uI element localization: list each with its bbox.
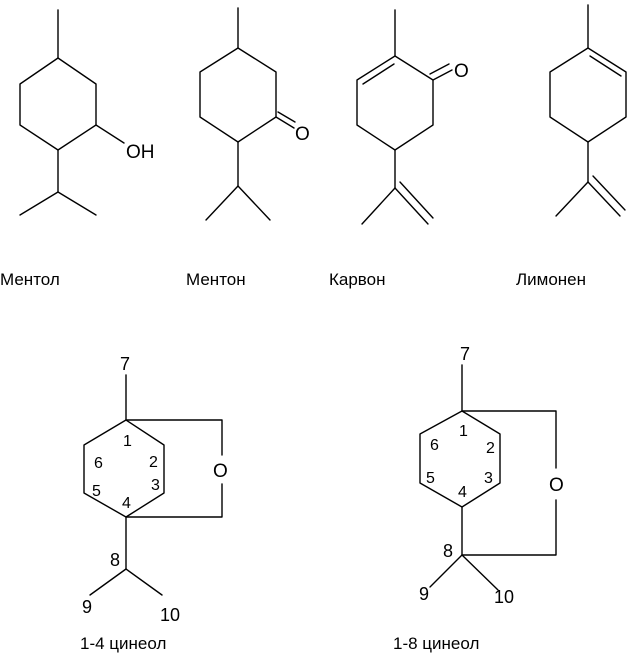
cineole18-caption: 1-8 цинеол — [393, 634, 479, 653]
menthone-carbonyl-bond-2 — [277, 111, 296, 123]
cineole14-caption: 1-4 цинеол — [80, 634, 166, 653]
cineole18-num-4: 4 — [458, 484, 467, 501]
cineole14-num-8: 8 — [110, 550, 120, 570]
cineole18-oxygen-label: O — [549, 475, 564, 496]
cineole14-structure: O 7 1 2 3 4 5 6 8 9 10 — [82, 354, 228, 625]
limonene-isopropenyl-double-2 — [592, 175, 626, 211]
cineole18-num-10: 10 — [494, 587, 514, 607]
menthone-ring — [199, 47, 277, 143]
limonene-ring — [549, 47, 627, 143]
limonene-isopropenyl-double-1 — [587, 181, 621, 217]
cineole14-num-3: 3 — [151, 477, 160, 494]
cineole18-num-1: 1 — [459, 423, 468, 440]
carvone-ring-double-bond — [362, 63, 395, 85]
carvone-isopropenyl-double-2 — [399, 181, 434, 219]
carvone-isopropenyl-methyl — [361, 187, 396, 225]
menthol-ring — [19, 57, 97, 151]
cineole18-c9-bond — [429, 554, 463, 588]
limonene-ring-double-bond — [589, 55, 622, 77]
menthone-oxygen-label: O — [295, 124, 310, 145]
limonene-structure — [549, 4, 627, 217]
cineole14-num-6: 6 — [94, 455, 103, 472]
cineole18-num-5: 5 — [426, 470, 435, 487]
cineole14-ether-bridge-bottom — [125, 483, 223, 518]
menthol-isopropyl-branches — [19, 191, 97, 216]
cineole18-num-2: 2 — [486, 440, 495, 457]
carvone-oxygen-label: O — [454, 61, 469, 82]
carvone-caption: Карвон — [329, 270, 386, 289]
cineole14-num-4: 4 — [122, 495, 131, 512]
menthone-structure: O — [199, 7, 310, 221]
cineole14-num-5: 5 — [92, 483, 101, 500]
cineole14-num-9: 9 — [82, 597, 92, 617]
cineole18-num-7: 7 — [460, 344, 470, 364]
cineole14-ether-bridge-top — [125, 419, 223, 456]
cineole18-num-6: 6 — [430, 437, 439, 454]
carvone-structure: O — [356, 9, 469, 225]
cineole14-oxygen-label: O — [213, 461, 228, 482]
menthol-structure: OH — [19, 9, 155, 216]
cineole18-bridge-bottom — [461, 499, 557, 556]
carvone-isopropenyl-double-1 — [394, 187, 429, 225]
cineole14-num-2: 2 — [149, 454, 158, 471]
cineole14-c10-bond — [125, 568, 163, 596]
cineole18-structure: O 7 1 2 3 4 5 6 8 9 10 — [419, 344, 564, 607]
menthol-caption: Ментол — [0, 270, 60, 289]
menthol-oh-bond — [95, 124, 125, 144]
cineole18-num-9: 9 — [419, 584, 429, 604]
carvone-ring — [356, 55, 434, 151]
cineole18-num-3: 3 — [484, 470, 493, 487]
menthone-caption: Ментон — [186, 270, 246, 289]
cineole18-bridge-top — [461, 410, 557, 469]
cineole14-num-7: 7 — [120, 354, 130, 374]
menthol-oh-label: OH — [126, 142, 155, 163]
cineole14-c9-bond — [89, 568, 127, 596]
menthone-isopropyl-branches — [205, 185, 271, 221]
carvone-carbonyl-bond-2 — [429, 63, 450, 75]
limonene-caption: Лимонен — [516, 270, 586, 289]
cineole14-num-10: 10 — [160, 605, 180, 625]
menthone-carbonyl-bond-1 — [275, 116, 295, 129]
cineole18-c10-bond — [461, 554, 499, 591]
limonene-isopropenyl-methyl — [555, 181, 589, 217]
cineole18-num-8: 8 — [443, 541, 453, 561]
carvone-carbonyl-bond-1 — [432, 69, 453, 81]
cineole14-num-1: 1 — [123, 433, 132, 450]
